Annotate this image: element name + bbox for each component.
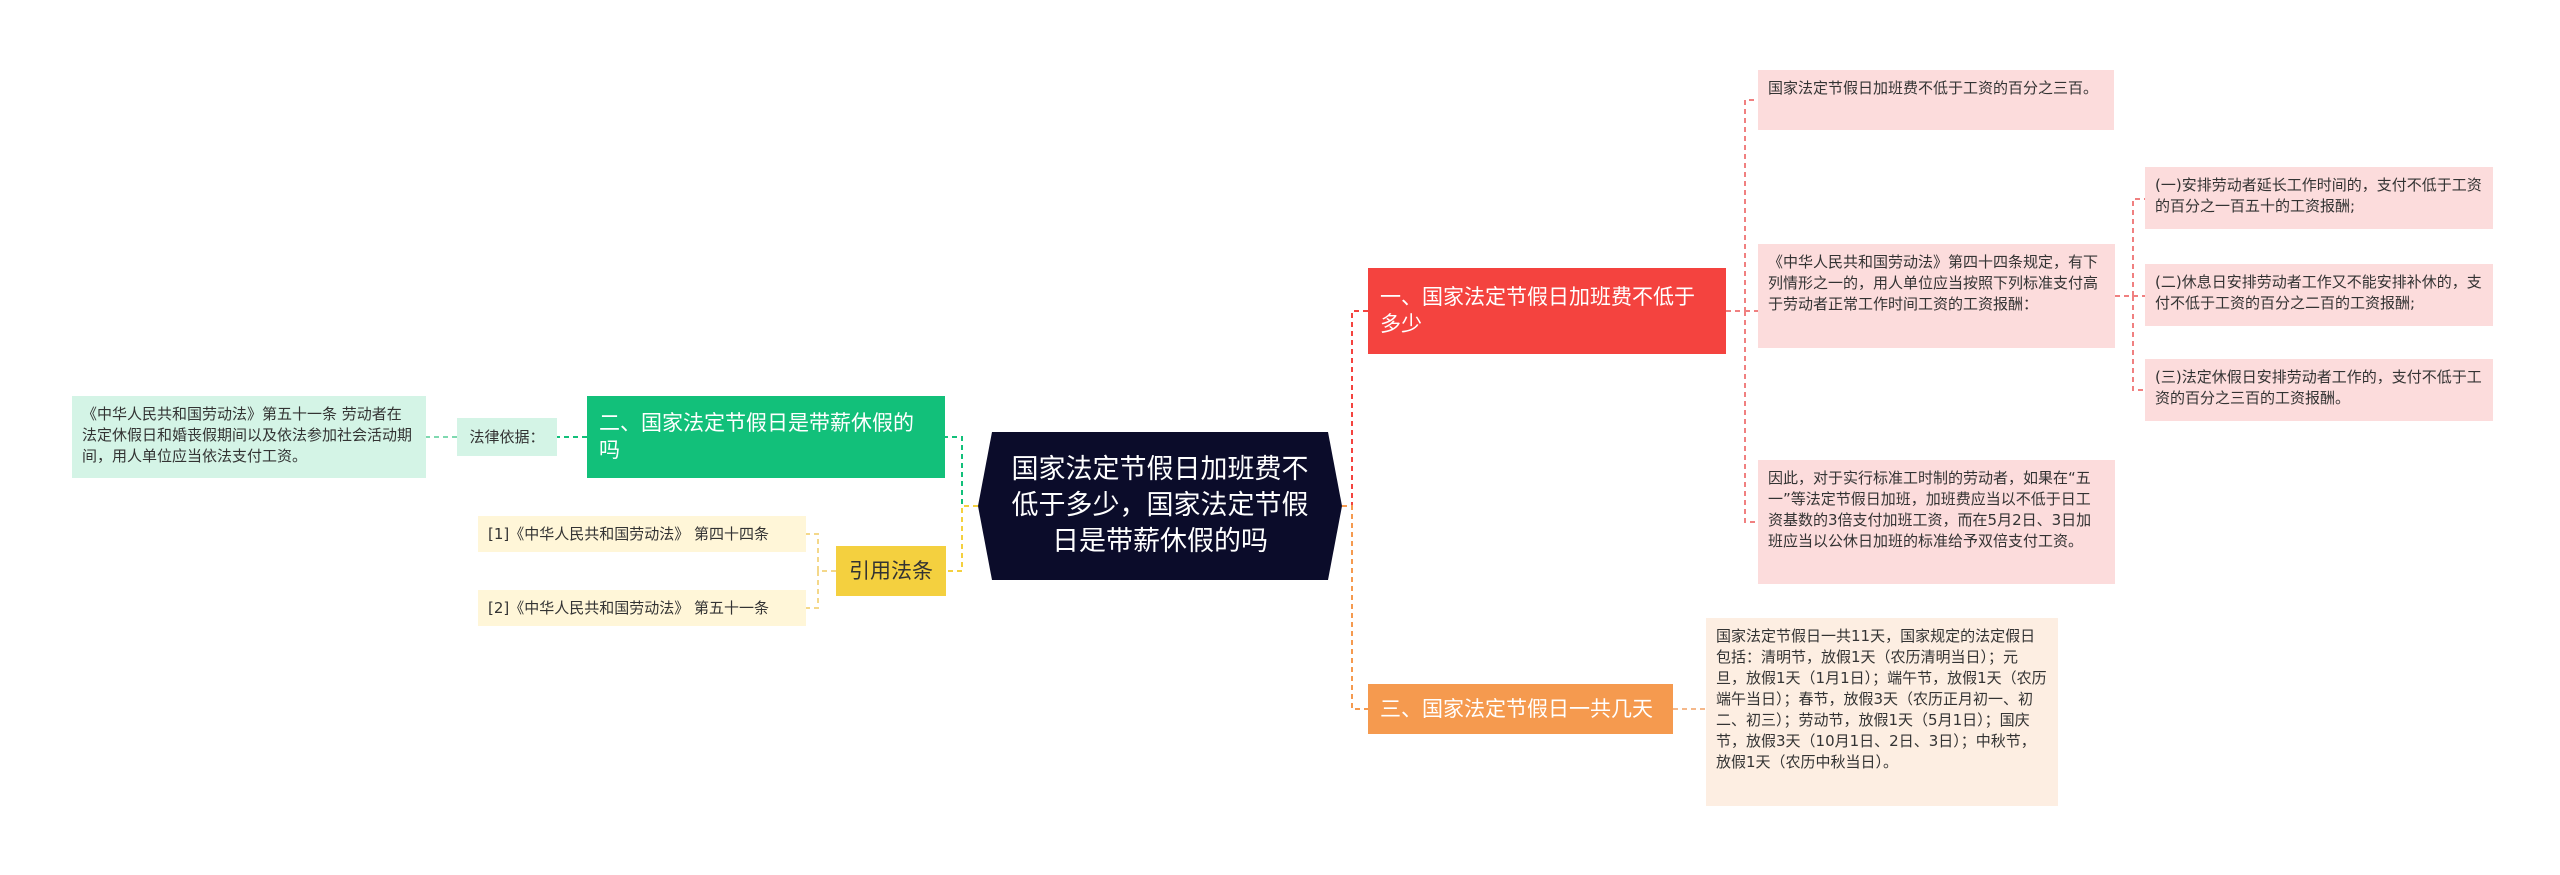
conclusion-text: 因此，对于实行标准工时制的劳动者，如果在“五一”等法定节假日加班，加班费应当以不… <box>1768 469 2092 550</box>
rule-extended-hours-text: (一)安排劳动者延长工作时间的，支付不低于工资的百分之一百五十的工资报酬; <box>2155 176 2482 215</box>
rule-statutory-holiday[interactable]: (三)法定休假日安排劳动者工作的，支付不低于工资的百分之三百的工资报酬。 <box>2145 359 2493 421</box>
topic-holiday-count-label: 三、国家法定节假日一共几天 <box>1380 696 1653 721</box>
legal-basis-label[interactable]: 法律依据： <box>457 418 557 456</box>
conclusion-note[interactable]: 因此，对于实行标准工时制的劳动者，如果在“五一”等法定节假日加班，加班费应当以不… <box>1758 460 2115 584</box>
cited-law-ref-2-text: [2]《中华人民共和国劳动法》 第五十一条 <box>488 598 770 617</box>
legal-basis-label-text: 法律依据： <box>469 427 545 446</box>
labor-law-article-44[interactable]: 《中华人民共和国劳动法》第四十四条规定，有下列情形之一的，用人单位应当按照下列标… <box>1758 244 2115 348</box>
overtime-minimum-text: 国家法定节假日加班费不低于工资的百分之三百。 <box>1768 79 2099 97</box>
rule-statutory-holiday-text: (三)法定休假日安排劳动者工作的，支付不低于工资的百分之三百的工资报酬。 <box>2155 368 2482 407</box>
topic-paid-leave-label: 二、国家法定节假日是带薪休假的吗 <box>599 411 914 462</box>
overtime-minimum-note[interactable]: 国家法定节假日加班费不低于工资的百分之三百。 <box>1758 70 2114 130</box>
labor-law-article-44-text: 《中华人民共和国劳动法》第四十四条规定，有下列情形之一的，用人单位应当按照下列标… <box>1768 253 2099 313</box>
topic-overtime-pay[interactable]: 一、国家法定节假日加班费不低于多少 <box>1368 268 1726 354</box>
topic-overtime-pay-label: 一、国家法定节假日加班费不低于多少 <box>1380 285 1695 336</box>
topic-paid-leave[interactable]: 二、国家法定节假日是带薪休假的吗 <box>587 396 945 478</box>
rule-extended-hours[interactable]: (一)安排劳动者延长工作时间的，支付不低于工资的百分之一百五十的工资报酬; <box>2145 167 2493 229</box>
topic-cited-laws[interactable]: 引用法条 <box>836 546 946 596</box>
central-topic-label: 国家法定节假日加班费不低于多少，国家法定节假日是带薪休假的吗 <box>1011 454 1309 557</box>
labor-law-article-51[interactable]: 《中华人民共和国劳动法》第五十一条 劳动者在法定休假日和婚丧假期间以及依法参加社… <box>72 396 426 478</box>
cited-law-ref-1[interactable]: [1]《中华人民共和国劳动法》 第四十四条 <box>478 516 806 552</box>
labor-law-article-51-text: 《中华人民共和国劳动法》第五十一条 劳动者在法定休假日和婚丧假期间以及依法参加社… <box>82 405 413 465</box>
holiday-list-detail[interactable]: 国家法定节假日一共11天，国家规定的法定假日包括：清明节，放假1天（农历清明当日… <box>1706 618 2058 806</box>
topic-holiday-count[interactable]: 三、国家法定节假日一共几天 <box>1368 684 1673 734</box>
rule-rest-day[interactable]: (二)休息日安排劳动者工作又不能安排补休的，支付不低于工资的百分之二百的工资报酬… <box>2145 264 2493 326</box>
holiday-list-text: 国家法定节假日一共11天，国家规定的法定假日包括：清明节，放假1天（农历清明当日… <box>1716 627 2047 771</box>
cited-law-ref-2[interactable]: [2]《中华人民共和国劳动法》 第五十一条 <box>478 590 806 626</box>
central-topic[interactable]: 国家法定节假日加班费不低于多少，国家法定节假日是带薪休假的吗 <box>978 432 1342 580</box>
cited-law-ref-1-text: [1]《中华人民共和国劳动法》 第四十四条 <box>488 524 770 543</box>
rule-rest-day-text: (二)休息日安排劳动者工作又不能安排补休的，支付不低于工资的百分之二百的工资报酬… <box>2155 273 2482 312</box>
topic-cited-laws-label: 引用法条 <box>849 558 933 583</box>
